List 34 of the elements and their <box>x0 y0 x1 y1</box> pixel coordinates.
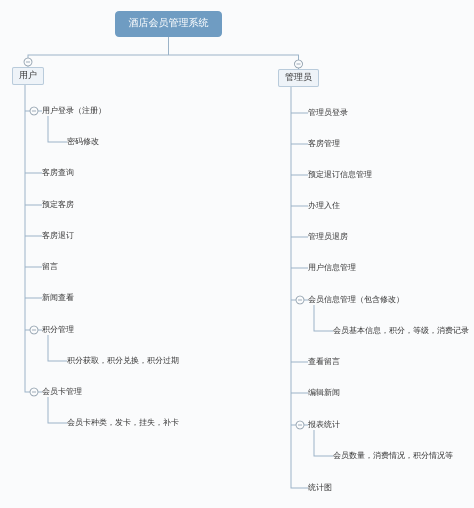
item-text: 预定客房 <box>42 200 74 210</box>
item-text: 积分管理 <box>42 325 74 335</box>
item-text: 办理入住 <box>308 201 340 211</box>
item-text: 预定退订信息管理 <box>308 170 372 180</box>
item-text: 会员基本信息，积分，等级，消费记录 <box>333 326 469 336</box>
connector-line <box>24 84 42 392</box>
connector-line <box>168 36 299 70</box>
item-text: 客房退订 <box>42 231 74 241</box>
connector-line <box>48 334 68 362</box>
item-text: 管理员退房 <box>308 232 348 242</box>
item-text: 会员数量，消费情况，积分情况等 <box>333 451 453 461</box>
item-text: 积分获取，积分兑换，积分过期 <box>67 356 179 366</box>
item-text: 客房查询 <box>42 168 74 178</box>
connector-line <box>48 396 68 424</box>
item-text: 用户信息管理 <box>308 263 356 273</box>
root-box: 酒店会员管理系统 <box>115 11 222 37</box>
connector-line <box>48 116 68 142</box>
item-text: 客房管理 <box>308 139 340 149</box>
item-text: 统计图 <box>308 483 332 493</box>
connector-line <box>314 304 334 332</box>
item-text: 会员信息管理（包含修改） <box>308 295 404 305</box>
item-text: 会员卡管理 <box>42 387 82 397</box>
item-text: 新闻查看 <box>42 293 74 303</box>
item-text: 查看留言 <box>308 357 340 367</box>
item-text: 报表统计 <box>308 420 340 430</box>
item-text: 管理员登录 <box>308 108 348 118</box>
item-text: 会员卡种类，发卡，挂失，补卡 <box>67 418 179 428</box>
connector-line <box>314 430 334 456</box>
item-text: 用户登录（注册） <box>42 106 106 116</box>
branch-box: 用户 <box>12 67 44 85</box>
item-text: 编辑新闻 <box>308 388 340 398</box>
item-text: 留言 <box>42 262 58 272</box>
branch-box: 管理员 <box>278 69 319 87</box>
item-text: 密码修改 <box>67 137 99 147</box>
